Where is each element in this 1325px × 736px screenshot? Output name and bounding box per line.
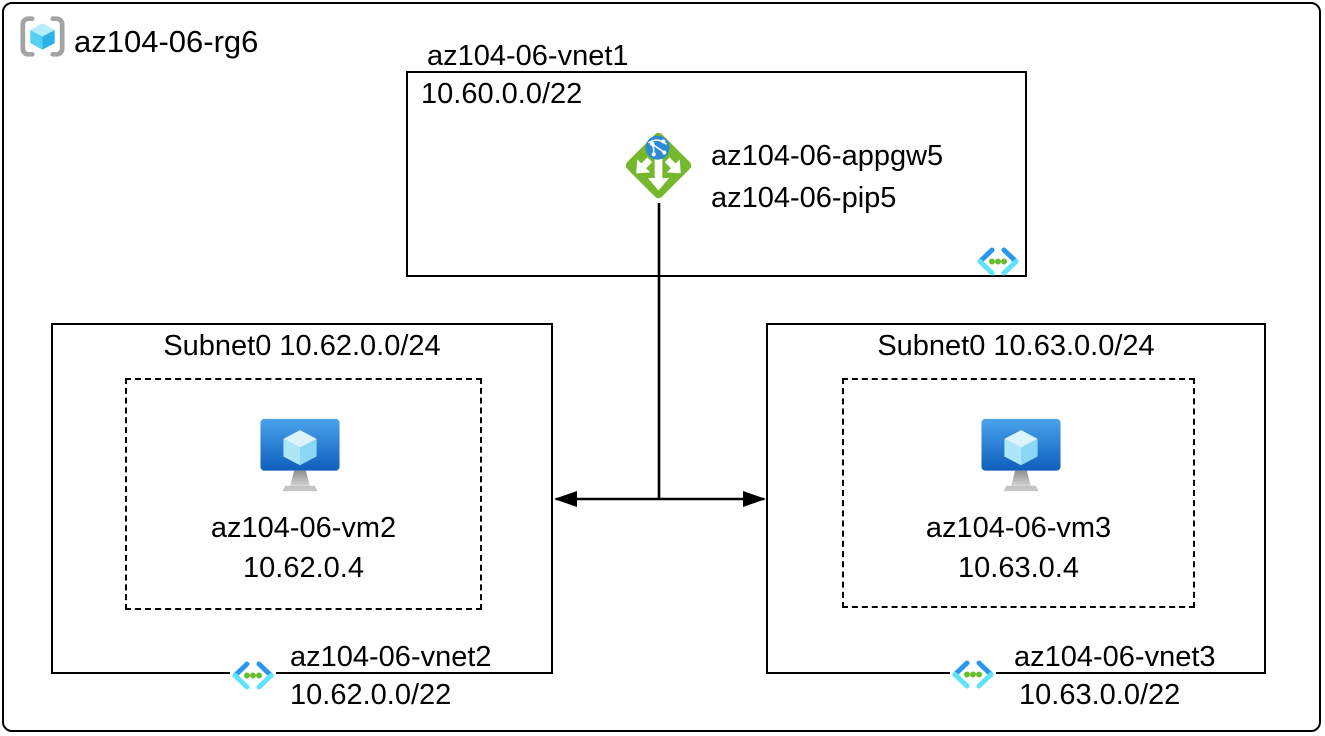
vnet1-name-label: az104-06-vnet1 bbox=[427, 40, 629, 72]
resource-group-icon bbox=[20, 15, 65, 58]
resource-group-label: az104-06-rg6 bbox=[74, 24, 259, 59]
vm3-virtual-machine-icon bbox=[980, 417, 1062, 494]
vnet1-cidr-label: 10.60.0.0/22 bbox=[421, 78, 583, 110]
vnet3-virtual-network-icon bbox=[948, 658, 998, 691]
appgw-name-label: az104-06-appgw5 bbox=[711, 140, 944, 172]
vm3-name-label: az104-06-vm3 bbox=[925, 512, 1112, 544]
vnet2-virtual-network-icon bbox=[228, 659, 278, 692]
vm2-name-label: az104-06-vm2 bbox=[210, 512, 397, 544]
vnet3-name-label: az104-06-vnet3 bbox=[1014, 641, 1216, 673]
vnet2-box bbox=[51, 323, 553, 674]
vm2-ip-label: 10.62.0.4 bbox=[243, 552, 364, 584]
vnet3-subnet-dashed-box bbox=[842, 378, 1195, 608]
vnet2-name-label: az104-06-vnet2 bbox=[290, 641, 492, 673]
vnet2-cidr-label: 10.62.0.0/22 bbox=[290, 679, 452, 711]
vnet2-subnet-label: Subnet0 10.62.0.0/24 bbox=[163, 330, 441, 362]
vm3-ip-label: 10.63.0.4 bbox=[958, 552, 1079, 584]
vnet3-subnet-label: Subnet0 10.63.0.0/24 bbox=[877, 330, 1155, 362]
vnet2-subnet-dashed-box bbox=[125, 378, 482, 610]
vm2-virtual-machine-icon bbox=[259, 417, 341, 494]
vnet3-cidr-label: 10.63.0.0/22 bbox=[1019, 679, 1181, 711]
vnet1-box bbox=[406, 71, 1027, 277]
appgw-pip-label: az104-06-pip5 bbox=[711, 182, 897, 214]
application-gateway-icon bbox=[620, 127, 697, 204]
vnet3-box bbox=[766, 323, 1266, 674]
vnet1-virtual-network-icon bbox=[973, 245, 1023, 278]
